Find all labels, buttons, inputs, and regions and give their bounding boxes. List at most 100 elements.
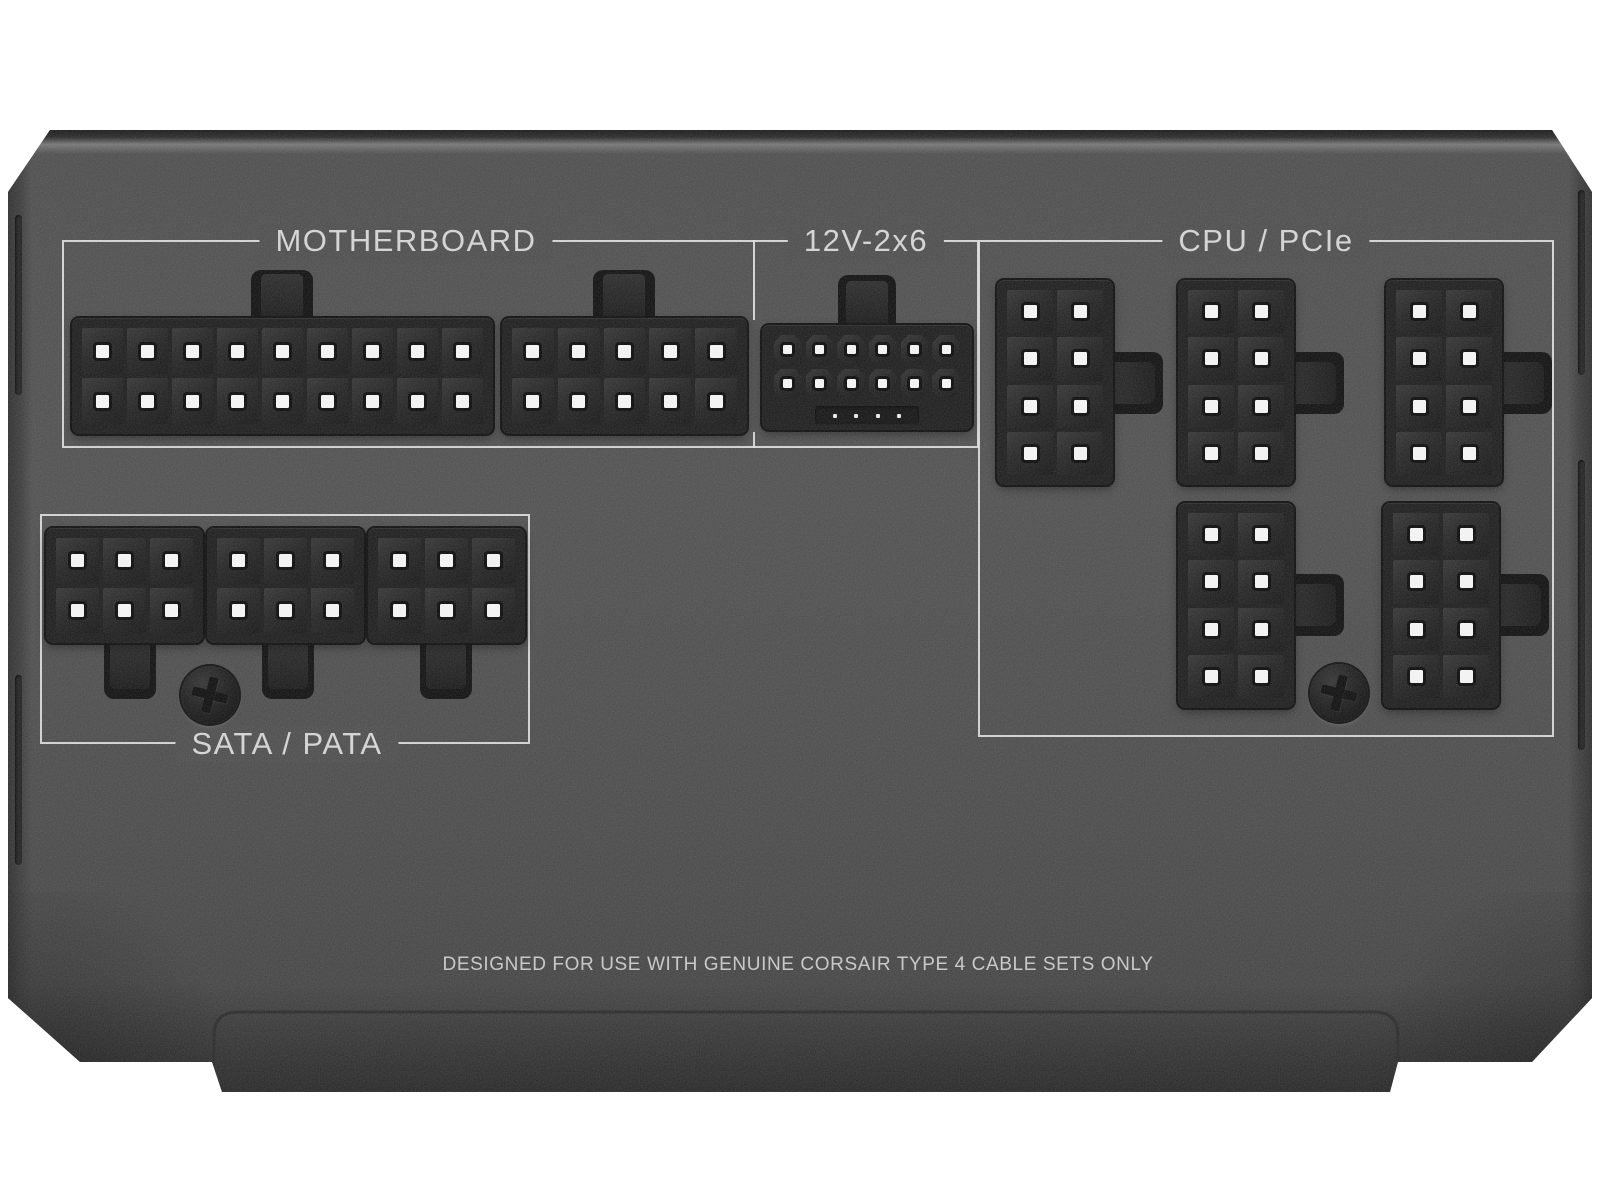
pin-cell bbox=[217, 538, 260, 584]
left-edge-slot bbox=[15, 215, 22, 395]
connector-cpu-pcie-3 bbox=[1386, 280, 1502, 485]
connector-cpu-pcie-5 bbox=[1383, 503, 1499, 708]
pin bbox=[1023, 446, 1037, 460]
pin-cell bbox=[1007, 431, 1053, 475]
pin bbox=[1204, 669, 1218, 683]
pin-cell bbox=[1396, 431, 1442, 475]
pin-cell bbox=[932, 368, 960, 398]
pin-cell bbox=[1238, 513, 1284, 557]
right-edge-slot bbox=[1578, 460, 1585, 750]
pin bbox=[456, 344, 469, 358]
pin bbox=[909, 378, 919, 388]
pin-cell bbox=[1443, 560, 1489, 604]
pin bbox=[276, 394, 289, 408]
pin bbox=[1023, 399, 1037, 413]
pin bbox=[709, 394, 723, 408]
pin bbox=[617, 344, 631, 358]
pin-cell bbox=[1188, 337, 1234, 381]
pin-cell bbox=[1188, 290, 1234, 334]
pin bbox=[141, 394, 154, 408]
pin-cell bbox=[1057, 431, 1103, 475]
pin bbox=[1254, 446, 1268, 460]
pin-cell bbox=[1188, 513, 1234, 557]
pin-cell bbox=[900, 335, 929, 365]
pin-cell bbox=[1238, 337, 1284, 381]
panel-top-bevel bbox=[8, 130, 1592, 154]
latch-recess bbox=[1290, 574, 1344, 636]
pin bbox=[1459, 575, 1473, 589]
section-divider bbox=[753, 240, 755, 320]
cpu-pcie-label: CPU / PCIe bbox=[1162, 223, 1370, 259]
pin bbox=[617, 394, 631, 408]
pin bbox=[1409, 528, 1423, 542]
pin bbox=[440, 554, 453, 568]
latch-recess bbox=[420, 641, 472, 699]
pin bbox=[1409, 669, 1423, 683]
pin bbox=[141, 344, 154, 358]
pin bbox=[118, 554, 131, 568]
pin-cell bbox=[56, 587, 99, 633]
pin bbox=[846, 378, 856, 388]
pin bbox=[71, 603, 84, 617]
pin bbox=[456, 394, 469, 408]
pin bbox=[411, 344, 424, 358]
pin bbox=[321, 394, 334, 408]
pin bbox=[1023, 305, 1037, 319]
pin-cell bbox=[1057, 384, 1103, 428]
pin-cell bbox=[442, 378, 483, 424]
pin bbox=[1254, 305, 1268, 319]
pin-cell bbox=[1443, 654, 1489, 698]
latch-tab bbox=[1109, 362, 1155, 404]
pin-cell bbox=[217, 328, 258, 374]
pin bbox=[118, 603, 131, 617]
pin bbox=[814, 345, 824, 355]
pin-cell bbox=[1238, 290, 1284, 334]
pin bbox=[1254, 528, 1268, 542]
pin bbox=[411, 394, 424, 408]
pin bbox=[1462, 305, 1476, 319]
pin-cell bbox=[603, 378, 646, 424]
pin-cell bbox=[1446, 431, 1492, 475]
pin-cell bbox=[837, 335, 865, 365]
pin-cell bbox=[82, 378, 123, 424]
latch-recess bbox=[104, 641, 156, 699]
pin-cell bbox=[1446, 384, 1492, 428]
latch-tab bbox=[110, 641, 150, 689]
pin bbox=[814, 378, 824, 388]
sense-pin-strip bbox=[815, 406, 919, 425]
connector-peripheral-1 bbox=[46, 528, 203, 643]
pin bbox=[96, 394, 109, 408]
latch-recess bbox=[838, 275, 896, 327]
connector-cpu-pcie-1 bbox=[997, 280, 1113, 485]
connector-peripheral-3 bbox=[368, 528, 525, 643]
pin bbox=[572, 344, 586, 358]
pin bbox=[487, 603, 500, 617]
pin-cell bbox=[1188, 607, 1234, 651]
pin bbox=[1254, 352, 1268, 366]
psu-modular-panel: MOTHERBOARD 12V-2x6 CPU / PCIe SATA / PA… bbox=[8, 130, 1592, 1092]
latch-tab bbox=[1290, 584, 1336, 626]
pin-cell bbox=[472, 538, 515, 584]
pin bbox=[1254, 669, 1268, 683]
pin bbox=[1204, 528, 1218, 542]
latch-tab bbox=[261, 274, 303, 320]
latch-recess bbox=[1109, 352, 1163, 414]
pin-cell bbox=[868, 335, 897, 365]
pin-cell bbox=[397, 378, 438, 424]
latch-recess bbox=[251, 270, 313, 320]
pin bbox=[709, 344, 723, 358]
pin-cell bbox=[1007, 290, 1053, 334]
pin bbox=[232, 554, 245, 568]
pin-cell bbox=[1443, 607, 1489, 651]
pin-cell bbox=[307, 328, 348, 374]
pin-cell bbox=[378, 587, 421, 633]
pin bbox=[279, 603, 292, 617]
pin-cell bbox=[837, 368, 865, 398]
pin-cell bbox=[425, 587, 468, 633]
pin-cell bbox=[262, 328, 303, 374]
pin-cell bbox=[1393, 654, 1439, 698]
pin bbox=[1073, 446, 1087, 460]
pin-cell bbox=[1238, 560, 1284, 604]
pin bbox=[1412, 305, 1426, 319]
pin bbox=[393, 603, 406, 617]
